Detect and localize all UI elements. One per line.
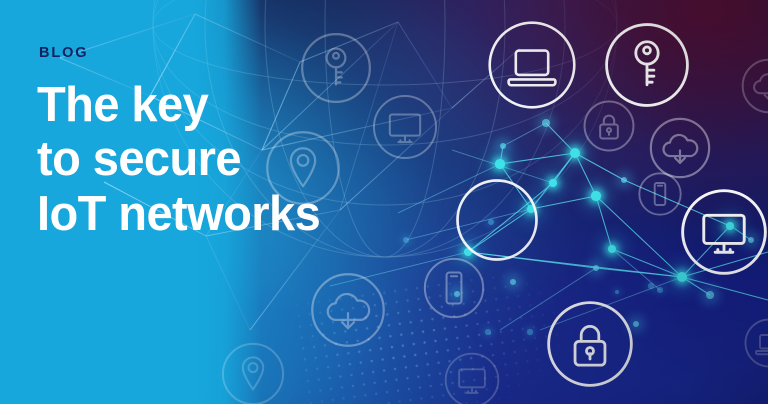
monitor-icon [680, 188, 768, 276]
network-node [509, 278, 517, 286]
hero-copy-block: BLOG The key to secure IoT networks [37, 46, 467, 241]
network-node [592, 264, 600, 272]
lock-icon [583, 100, 635, 152]
network-node [620, 176, 628, 184]
smartphone-icon [423, 257, 485, 319]
network-node [725, 221, 735, 231]
cloud-download-icon [649, 117, 711, 179]
laptop-icon [744, 318, 768, 368]
cloud-download-icon [741, 58, 768, 114]
background-flat-blue-panel [0, 0, 262, 404]
network-node [657, 287, 663, 293]
network-node [463, 247, 473, 257]
network-node [542, 119, 550, 127]
laptop-icon [487, 20, 577, 110]
monitor-icon [444, 352, 500, 404]
network-node [549, 179, 557, 187]
network-node [747, 236, 755, 244]
network-node [633, 321, 639, 327]
lock-icon [546, 300, 634, 388]
network-node [706, 291, 714, 299]
network-node [570, 148, 580, 158]
envelope-icon [455, 178, 539, 262]
network-node [403, 237, 409, 243]
location-pin-icon [221, 342, 285, 404]
smartphone-icon [638, 172, 682, 216]
network-node [454, 291, 460, 297]
network-node [648, 283, 654, 289]
network-node [495, 159, 505, 169]
network-node [607, 244, 617, 254]
network-node [614, 289, 620, 295]
eyebrow-label: BLOG [39, 45, 89, 61]
location-pin-icon [265, 130, 341, 206]
wireframe-sphere [150, 0, 620, 260]
network-node [499, 142, 507, 150]
cloud-download-icon [310, 272, 386, 348]
key-icon [300, 32, 372, 104]
page-title: The key to secure IoT networks [37, 77, 321, 241]
network-node [485, 329, 491, 335]
monitor-icon [372, 94, 438, 160]
network-node [527, 329, 533, 335]
network-node [676, 271, 688, 283]
network-node [591, 191, 601, 201]
network-node [526, 204, 536, 214]
network-node [488, 219, 494, 225]
key-icon [604, 22, 690, 108]
